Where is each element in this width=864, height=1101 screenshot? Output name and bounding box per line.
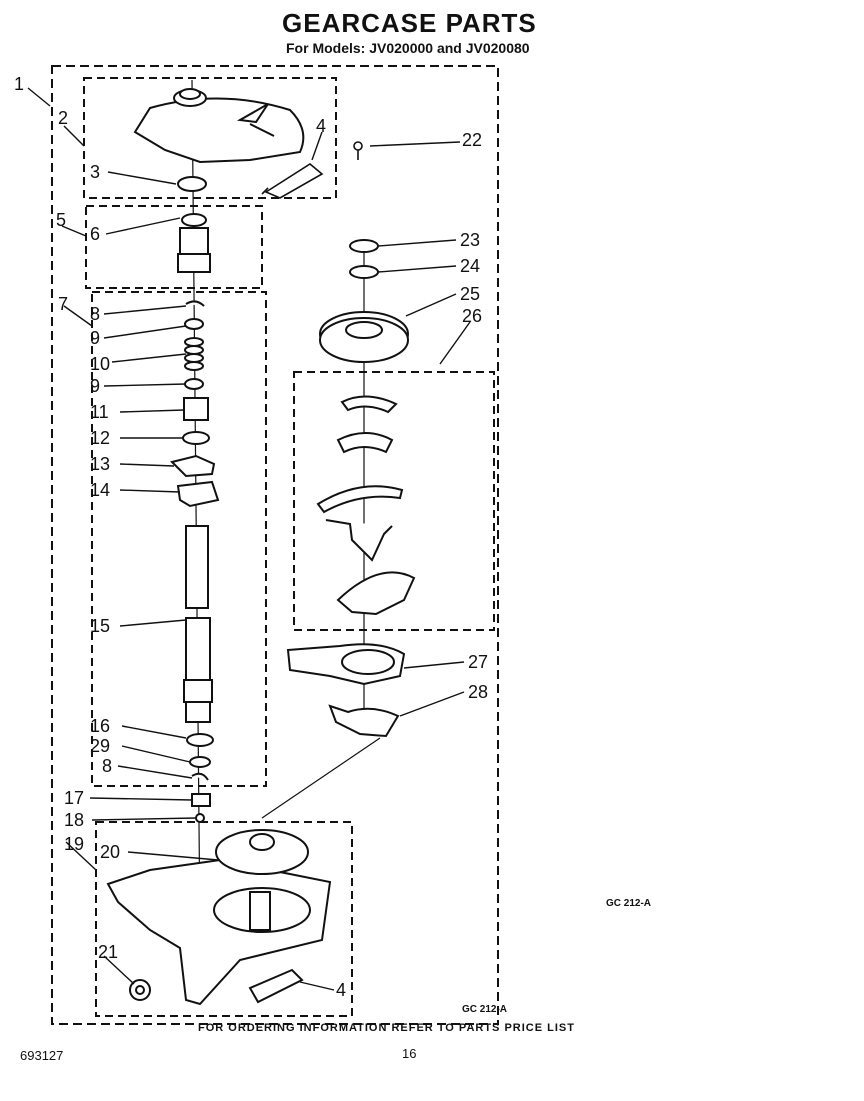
bushing-17 <box>191 793 211 807</box>
ordering-note: FOR ORDERING INFORMATION REFER TO PARTS … <box>198 1022 575 1034</box>
segment-a <box>340 395 398 414</box>
group-box-1 <box>51 65 499 1025</box>
callout-7: 7 <box>58 294 68 314</box>
callout-12: 12 <box>90 428 110 448</box>
grease-tube-bottom <box>248 968 304 1004</box>
washer-9 <box>184 318 204 330</box>
document-number: 693127 <box>20 1048 64 1063</box>
clip-8 <box>185 300 205 307</box>
callout-8a: 8 <box>90 304 100 324</box>
clip-8b <box>191 772 209 781</box>
washer-23 <box>349 239 379 253</box>
ring-12 <box>182 431 210 445</box>
seal-3 <box>177 176 207 192</box>
callout-2: 2 <box>58 108 68 128</box>
callout-18: 18 <box>64 810 84 830</box>
figure-reference-right: GC 212-A <box>606 898 652 909</box>
callout-24: 24 <box>460 256 480 276</box>
page-title: GEARCASE PARTS <box>282 8 537 38</box>
grease-tube-top <box>261 163 324 199</box>
callout-28: 28 <box>468 682 488 702</box>
ball-18 <box>195 813 205 823</box>
drive-gear-20 <box>215 829 309 875</box>
group-box-19 <box>95 821 353 1017</box>
actuator-plate <box>336 571 416 616</box>
callout-9b: 9 <box>90 376 100 396</box>
washer-16 <box>186 733 214 747</box>
part-13 <box>170 454 216 478</box>
callout-17: 17 <box>64 788 84 808</box>
group-box-26 <box>293 371 495 631</box>
seal-21 <box>129 979 151 1001</box>
callout-26: 26 <box>462 306 482 326</box>
figure-reference-box: GC 212-A <box>462 1004 508 1015</box>
callout-8b: 8 <box>102 756 112 776</box>
callout-14: 14 <box>90 480 110 500</box>
models-subtitle: For Models: JV020000 and JV020080 <box>286 40 530 56</box>
callout-1: 1 <box>14 74 24 94</box>
group-box-7 <box>91 291 267 787</box>
group-box-5 <box>85 205 263 289</box>
group-box-2 <box>83 77 337 199</box>
gear-11 <box>183 397 209 421</box>
callout-22: 22 <box>462 130 482 150</box>
pinion-6 <box>177 213 211 273</box>
shift-arm <box>325 519 393 562</box>
callout-10: 10 <box>90 354 110 374</box>
callout-9a: 9 <box>90 328 100 348</box>
segment-b <box>336 432 394 454</box>
callout-23: 23 <box>460 230 480 250</box>
spring-28 <box>328 704 400 738</box>
spring-10 <box>184 337 204 371</box>
shaft-15-top <box>185 525 209 609</box>
connector-line <box>261 737 381 819</box>
callout-20: 20 <box>100 842 120 862</box>
page-number: 16 <box>402 1046 417 1061</box>
callout-19: 19 <box>64 834 84 854</box>
callout-4-bottom: 4 <box>336 980 346 1000</box>
callout-25: 25 <box>460 284 480 304</box>
washer-24 <box>349 265 379 279</box>
callout-11: 11 <box>90 402 109 422</box>
washer-9b <box>184 378 204 390</box>
callout-15: 15 <box>90 616 110 636</box>
part-14 <box>176 480 220 508</box>
gearcase-cover <box>133 88 305 164</box>
shift-lever <box>316 485 404 514</box>
callout-5: 5 <box>56 210 66 230</box>
washer-29 <box>189 756 211 768</box>
callout-4-top: 4 <box>316 116 326 136</box>
callout-13: 13 <box>90 454 110 474</box>
callout-3: 3 <box>90 162 100 182</box>
screw-22 <box>353 141 363 160</box>
callout-27: 27 <box>468 652 488 672</box>
shaft-15-bottom <box>185 617 211 723</box>
gear-25 <box>319 311 409 363</box>
callout-29: 29 <box>90 736 110 756</box>
callout-16: 16 <box>90 716 110 736</box>
callout-21: 21 <box>98 942 118 962</box>
callout-6: 6 <box>90 224 100 244</box>
